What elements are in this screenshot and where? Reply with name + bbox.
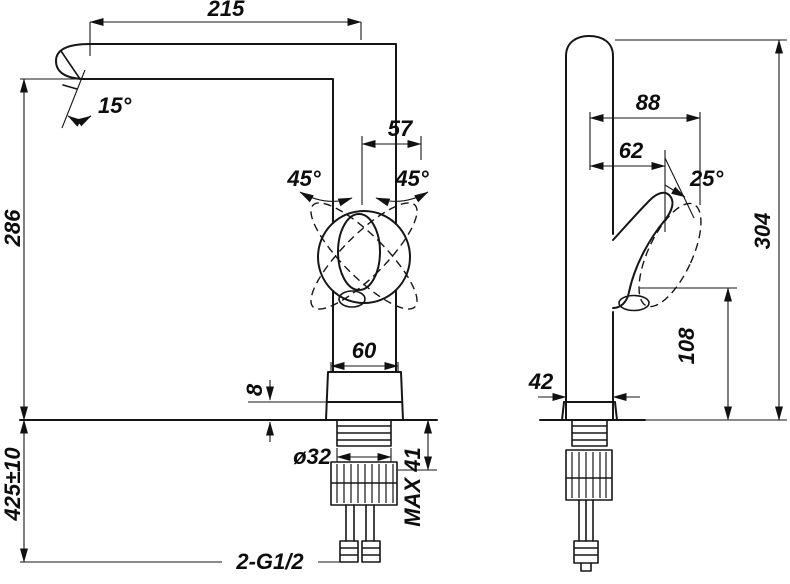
dim-swivel-angles: 45° 45° [286,166,429,207]
dim-spout-offset: 57 [361,116,422,205]
dim-57-label: 57 [388,116,414,141]
spout-front-ellipse [337,213,381,291]
nut-hatch-side [571,452,607,498]
hose-side [578,499,594,542]
shank-washers-side [571,419,608,447]
dim-88-label: 88 [636,90,661,115]
dim-handle-offset: 62 [589,138,666,232]
hoses-front [345,504,375,542]
dim-215-label: 215 [207,0,245,21]
extension-line [330,362,399,372]
dim-base-plate: 8 [242,380,327,442]
hose-connector-side [573,540,599,572]
outlet-ring [338,290,366,308]
column-lower-outline [332,289,397,373]
dim-handle-height: 108 [640,287,737,421]
handle-outline [612,191,674,309]
spout-and-column-outline [55,43,397,225]
angle-arc [664,184,686,198]
handle-range-dashed [638,202,702,308]
dim-hole-diameter: ø32 [293,444,392,469]
angle-reference-line [61,69,86,129]
dim-handle-reach: 88 [589,90,701,205]
extension-line [589,112,701,205]
dim-15deg-label: 15° [98,93,131,118]
dim-108-label: 108 [674,327,699,364]
spout-tip-face [60,50,81,90]
dim-spout-angle: 15° [61,69,131,129]
mounting-nut-side [565,449,613,501]
dim-8-label: 8 [242,383,267,396]
dim-under-counter: 425±10 [0,419,342,563]
base-outline [325,371,404,421]
nut-hatch-front [336,464,394,503]
dim-total-height: 304 [615,39,787,421]
handle-pivot [618,294,650,312]
dim-spout-reach: 215 [89,0,362,56]
dim-d32-label: ø32 [293,444,332,469]
dim-286-label: 286 [0,209,25,247]
dim-45-left-label: 45° [286,166,320,191]
dim-42-label: 42 [528,369,554,394]
dim-25deg-label: 25° [689,166,723,191]
dim-304-label: 304 [750,213,775,250]
dim-spout-height: 286 [0,78,78,421]
shank-washers-front [336,419,392,447]
dim-60-label: 60 [352,338,377,363]
column-outline-side [565,35,614,421]
dim-max41-label: MAX 41 [400,447,425,526]
dim-max-deck: MAX 41 [398,419,437,527]
dim-handle-angle: 25° [664,157,723,219]
mounting-nut-front [330,461,398,506]
angle-arc [67,115,92,127]
side-view: 88 62 25° 304 108 42 [528,35,787,572]
dim-45-right-label: 45° [394,166,428,191]
front-view: 215 15° 286 57 45° 45° [0,0,438,574]
dim-base-width: 60 [330,338,399,372]
dim-62-label: 62 [619,138,644,163]
extension-line [336,448,392,462]
dim-base-depth: 42 [528,369,640,402]
angle-arc-right [375,191,429,207]
hose-connectors-front [339,540,381,563]
dim-425-label: 425±10 [0,447,25,522]
dim-2g12-label: 2-G1/2 [235,549,304,574]
extension-line [89,22,362,56]
base-outline-side [561,401,618,421]
angle-arc-left [299,191,353,207]
